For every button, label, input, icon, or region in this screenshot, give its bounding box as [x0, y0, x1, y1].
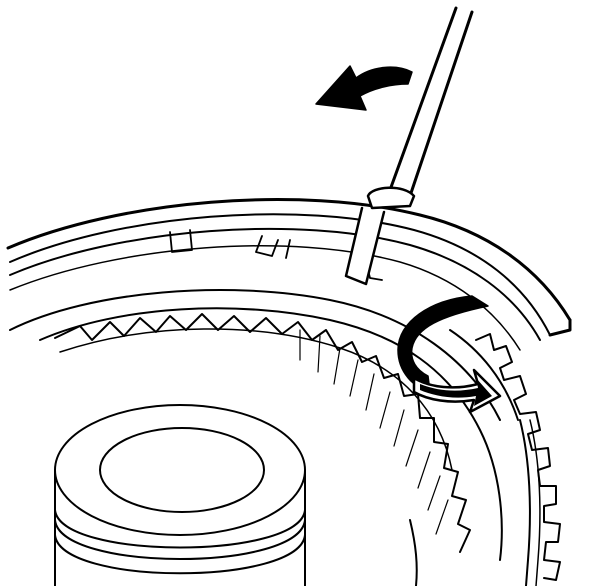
lug-3: [285, 239, 291, 259]
bearing-groove-3: [54, 534, 306, 575]
screwdriver-icon: [344, 6, 474, 286]
bearing-inner-top: [99, 427, 265, 513]
gear-lower-edge: [409, 519, 418, 586]
drum-inner-wall-2: [529, 419, 541, 586]
rotation-arrow-fill: [420, 378, 492, 406]
bearing-ring: [54, 404, 306, 586]
snap-ring-end: [548, 318, 572, 337]
gear-hub: [9, 289, 503, 586]
rotation-arrow-icon: [397, 295, 502, 414]
lug-2: [255, 235, 279, 257]
bearing-outer-top: [54, 404, 306, 536]
gear-teeth-shadow: [299, 329, 449, 535]
gear-spline-inner: [59, 328, 453, 471]
gear-inner-rim: [39, 307, 503, 561]
screwdriver-collar: [366, 186, 416, 210]
snap-ring: [6, 198, 572, 351]
screwdriver-shaft: [388, 6, 474, 198]
push-arrow-shape: [315, 65, 413, 111]
outer-drum: [449, 329, 561, 586]
lug-1: [169, 229, 193, 253]
bearing-groove-1: [54, 509, 306, 549]
screwdriver-blade: [344, 206, 386, 286]
drum-inner-wall: [519, 419, 531, 586]
drum-teeth-outer: [475, 333, 561, 581]
push-direction-arrow-icon: [315, 65, 413, 111]
gear-outer-rim: [9, 289, 501, 421]
bearing-groove-2: [54, 519, 306, 560]
drum-top-edge: [449, 329, 519, 421]
